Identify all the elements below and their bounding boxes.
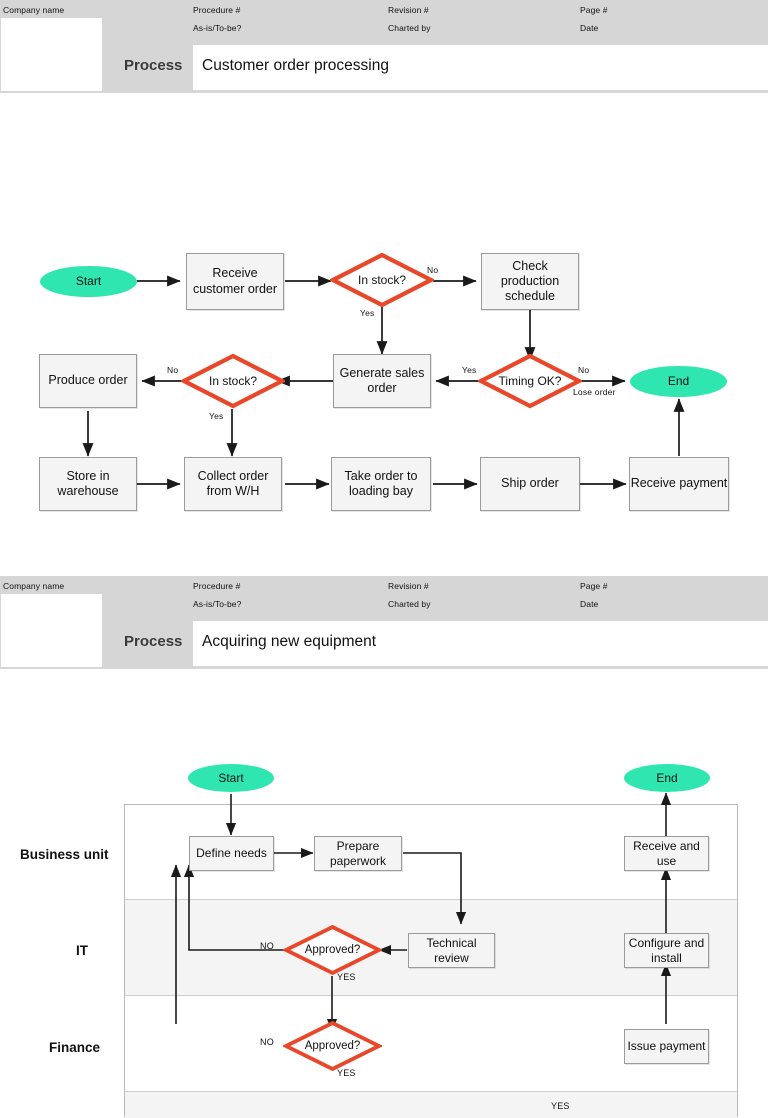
- node-label: End: [667, 374, 690, 389]
- node-label: Ship order: [501, 476, 559, 491]
- node-configure-and-install[interactable]: Configure and install: [624, 933, 709, 968]
- node-receive-payment[interactable]: Receive payment: [629, 457, 729, 511]
- diamond-shape: [478, 353, 582, 409]
- node-label: Produce order: [48, 373, 128, 388]
- procedure-number-label: Procedure #: [193, 5, 241, 15]
- node-receive-customer-order[interactable]: Receive customer order: [186, 253, 284, 310]
- node-label: Configure and install: [628, 935, 705, 965]
- process-title-text: Customer order processing: [202, 57, 389, 74]
- node-technical-review[interactable]: Technical review: [408, 933, 495, 968]
- charted-by-label: Charted by: [388, 599, 431, 609]
- node-ship-order[interactable]: Ship order: [480, 457, 580, 511]
- process-word-label: Process: [124, 633, 183, 650]
- node-receive-and-use[interactable]: Receive and use: [624, 836, 709, 871]
- diagram-2-canvas: Business unit IT Finance: [0, 669, 768, 1118]
- swimlane-label-it: IT: [76, 943, 88, 958]
- page-number-label: Page #: [580, 5, 608, 15]
- edge-label-in-stock-1-no: No: [427, 265, 439, 275]
- edge-label-in-stock-1-yes: Yes: [360, 308, 375, 318]
- node-check-production-schedule[interactable]: Check production schedule: [481, 253, 579, 310]
- node-end[interactable]: End: [630, 366, 727, 397]
- node-label: In stock?: [208, 373, 258, 388]
- as-is-to-be-label: As-is/To-be?: [193, 23, 242, 33]
- process-title-text: Acquiring new equipment: [202, 633, 377, 650]
- node-label: Issue payment: [627, 1039, 706, 1054]
- company-logo-box[interactable]: [0, 17, 103, 92]
- swimlane-label-business-unit: Business unit: [20, 847, 109, 862]
- procedure-number-label: Procedure #: [193, 581, 241, 591]
- edge-label-timing-no: No: [578, 365, 590, 375]
- node-label: Approved?: [304, 1039, 361, 1052]
- company-logo-box[interactable]: [0, 593, 103, 668]
- diagram-2-header: Company name Procedure # As-is/To-be? Re…: [0, 576, 768, 669]
- node-label: Start: [75, 274, 102, 289]
- node-produce-order[interactable]: Produce order: [39, 354, 137, 408]
- node-timing-ok-decision[interactable]: Timing OK?: [478, 353, 582, 409]
- node-label: Generate sales order: [339, 365, 425, 395]
- node-in-stock-decision-2[interactable]: In stock?: [181, 353, 285, 409]
- as-is-to-be-label: As-is/To-be?: [193, 599, 242, 609]
- node-approved-decision-finance[interactable]: Approved?: [283, 1020, 382, 1072]
- node-label: Timing OK?: [498, 373, 562, 388]
- node-generate-sales-order[interactable]: Generate sales order: [333, 354, 431, 408]
- charted-by-label: Charted by: [388, 23, 431, 33]
- node-approved-decision-it[interactable]: Approved?: [283, 924, 382, 976]
- node-label: Start: [218, 770, 244, 785]
- node-label: Store in warehouse: [57, 468, 119, 498]
- node-label: Receive payment: [630, 476, 728, 491]
- swimlane-fourth: [125, 1092, 737, 1118]
- company-name-label: Company name: [3, 5, 65, 15]
- process-word-label: Process: [124, 57, 183, 74]
- node-store-in-warehouse[interactable]: Store in warehouse: [39, 457, 137, 511]
- node-label: End: [656, 770, 678, 785]
- edge-label-approved-finance-yes: YES: [337, 1068, 356, 1078]
- node-label: Receive customer order: [192, 266, 278, 296]
- page-number-label: Page #: [580, 581, 608, 591]
- node-take-order-to-loading-bay[interactable]: Take order to loading bay: [331, 457, 431, 511]
- node-label: Check production schedule: [500, 258, 560, 304]
- diamond-shape: [330, 252, 434, 308]
- edge-label-approved-finance-no: NO: [260, 1037, 274, 1047]
- process-title-field[interactable]: Acquiring new equipment: [193, 621, 768, 666]
- edge-label-in-stock-2-no: No: [167, 365, 179, 375]
- node-label: Receive and use: [633, 838, 700, 868]
- revision-number-label: Revision #: [388, 581, 429, 591]
- date-label: Date: [580, 599, 599, 609]
- node-start[interactable]: Start: [40, 266, 137, 297]
- swimlane-label-finance: Finance: [49, 1040, 101, 1055]
- node-start[interactable]: Start: [188, 764, 274, 792]
- edge-label-timing-yes: Yes: [462, 365, 477, 375]
- edge-label-in-stock-2-yes: Yes: [209, 411, 224, 421]
- node-label: Technical review: [426, 935, 477, 965]
- node-issue-payment[interactable]: Issue payment: [624, 1029, 709, 1064]
- node-label: Define needs: [196, 846, 267, 861]
- node-define-needs[interactable]: Define needs: [189, 836, 274, 871]
- node-end[interactable]: End: [624, 764, 710, 792]
- diamond-shape: [283, 924, 382, 976]
- node-prepare-paperwork[interactable]: Prepare paperwork: [314, 836, 402, 871]
- edge-label-lose-order: Lose order: [573, 387, 616, 397]
- node-label: In stock?: [357, 272, 407, 287]
- diagram-1: Company name Procedure # As-is/To-be? Re…: [0, 0, 768, 563]
- revision-number-label: Revision #: [388, 5, 429, 15]
- diagram-1-canvas: Start Receive customer order In stock? C…: [0, 93, 768, 563]
- edge-label-bottom-yes: YES: [551, 1101, 570, 1111]
- edge-label-approved-it-no: NO: [260, 941, 274, 951]
- diagram-2: Company name Procedure # As-is/To-be? Re…: [0, 576, 768, 1118]
- node-label: Take order to loading bay: [344, 468, 418, 498]
- company-name-label: Company name: [3, 581, 65, 591]
- date-label: Date: [580, 23, 599, 33]
- diamond-shape: [181, 353, 285, 409]
- node-in-stock-decision-1[interactable]: In stock?: [330, 252, 434, 308]
- process-title-field[interactable]: Customer order processing: [193, 45, 768, 90]
- diagram-1-header: Company name Procedure # As-is/To-be? Re…: [0, 0, 768, 93]
- node-label: Prepare paperwork: [329, 838, 387, 868]
- edge-label-approved-it-yes: YES: [337, 972, 356, 982]
- node-collect-order-from-wh[interactable]: Collect order from W/H: [184, 457, 282, 511]
- node-label: Approved?: [304, 943, 361, 956]
- node-label: Collect order from W/H: [197, 468, 269, 498]
